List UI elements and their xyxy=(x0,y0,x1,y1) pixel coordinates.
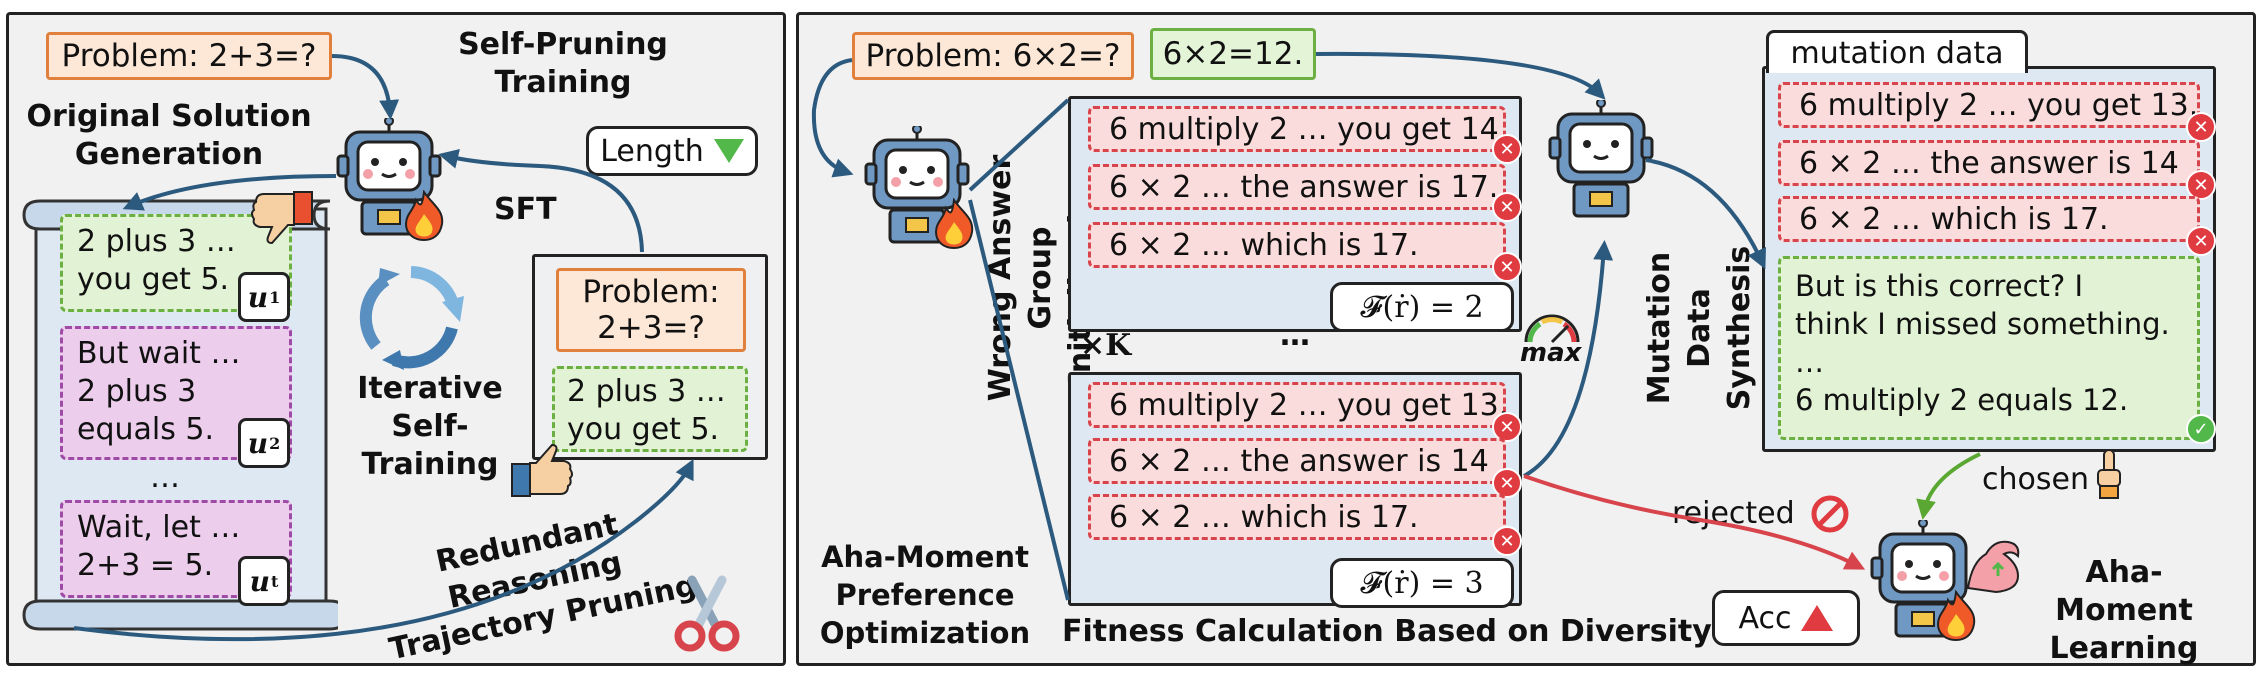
iterative-self-training-label: Iterative Self-Training xyxy=(357,371,503,482)
wrong-answer-2-2: 6 × 2 … the answer is 14 xyxy=(1088,438,1506,484)
correct-answer-box: 6×2=12. xyxy=(1150,28,1316,80)
aha-learning-title: Aha-Moment Learning xyxy=(2049,555,2199,666)
no-entry-icon xyxy=(1811,495,1849,533)
wrong-answer-2-3: 6 × 2 … which is 17. xyxy=(1088,494,1506,540)
wrong-answer-1-3: 6 × 2 … which is 17. xyxy=(1088,222,1506,268)
mutation-wrong-3: 6 × 2 … which is 17. xyxy=(1778,196,2200,242)
self-pruning-title: Self-Pruning Training xyxy=(458,27,668,100)
mutation-synthesis-label: Mutation Data Synthesis xyxy=(1642,245,1757,411)
muscle-arm-icon xyxy=(1966,540,2020,594)
fire-icon xyxy=(404,190,444,242)
sft-label: SFT xyxy=(494,192,557,227)
segment-ellipsis: … xyxy=(150,460,180,495)
wrong-answer-2-1: 6 multiply 2 … you get 13. xyxy=(1088,382,1508,428)
length-tag: Length xyxy=(586,126,758,176)
group-ellipsis: … xyxy=(1280,318,1310,353)
scissors-icon xyxy=(674,575,740,652)
up-triangle-icon xyxy=(1801,605,1834,631)
pruned-problem-box: Problem: 2+3=? xyxy=(556,268,746,352)
mutation-data-title: mutation data xyxy=(1766,30,2028,73)
mutation-correct-segment: But is this correct? I think I missed so… xyxy=(1778,256,2200,440)
cross-icon: ✕ xyxy=(1492,412,1522,442)
wrong-answer-1-1: 6 multiply 2 … you get 14. xyxy=(1088,106,1508,152)
acc-tag: Acc xyxy=(1712,590,1860,646)
fitness-caption: Fitness Calculation Based on Diversity xyxy=(1062,614,1712,649)
max-label: max xyxy=(1520,338,1582,368)
left-problem-box: Problem: 2+3=? xyxy=(46,32,332,80)
robot-icon xyxy=(864,126,970,244)
pruned-answer-segment: 2 plus 3 … you get 5. xyxy=(552,366,748,452)
cross-icon: ✕ xyxy=(1492,252,1522,282)
down-triangle-icon xyxy=(713,139,744,163)
right-problem-box: Problem: 6×2=? xyxy=(852,32,1134,80)
cross-icon: ✕ xyxy=(1492,134,1522,164)
fire-icon xyxy=(1936,590,1976,642)
cross-icon: ✕ xyxy=(1492,468,1522,498)
mutation-wrong-1: 6 multiply 2 … you get 13. xyxy=(1778,82,2200,128)
robot-icon xyxy=(1870,520,1968,638)
pointing-hand-icon xyxy=(2097,449,2121,499)
fitness-score-2: 𝓕(ṙ) = 3 xyxy=(1330,558,1514,608)
wrong-answer-1-2: 6 × 2 … the answer is 17. xyxy=(1088,164,1506,210)
cross-icon: ✕ xyxy=(2186,226,2216,256)
mutation-wrong-2: 6 × 2 … the answer is 14 xyxy=(1778,140,2200,186)
cross-icon: ✕ xyxy=(1492,526,1522,556)
rejected-label: rejected xyxy=(1672,496,1795,531)
aha-preference-title: Aha-Moment Preference Optimization xyxy=(819,540,1031,650)
original-generation-title: Original Solution Generation xyxy=(26,99,312,172)
cross-icon: ✕ xyxy=(1492,192,1522,222)
thumbs-down-icon xyxy=(251,191,313,244)
chosen-label: chosen xyxy=(1982,462,2089,497)
fire-icon xyxy=(934,198,974,250)
thumbs-up-icon xyxy=(511,444,573,497)
robot-icon xyxy=(1548,100,1654,218)
cross-icon: ✕ xyxy=(2186,112,2216,142)
cross-icon: ✕ xyxy=(2186,170,2216,200)
cycle-arrows-icon xyxy=(359,266,464,370)
times-k-label: ×K xyxy=(1080,328,1132,363)
check-icon: ✓ xyxy=(2186,414,2216,444)
fitness-score-1: 𝓕(ṙ) = 2 xyxy=(1330,282,1514,332)
